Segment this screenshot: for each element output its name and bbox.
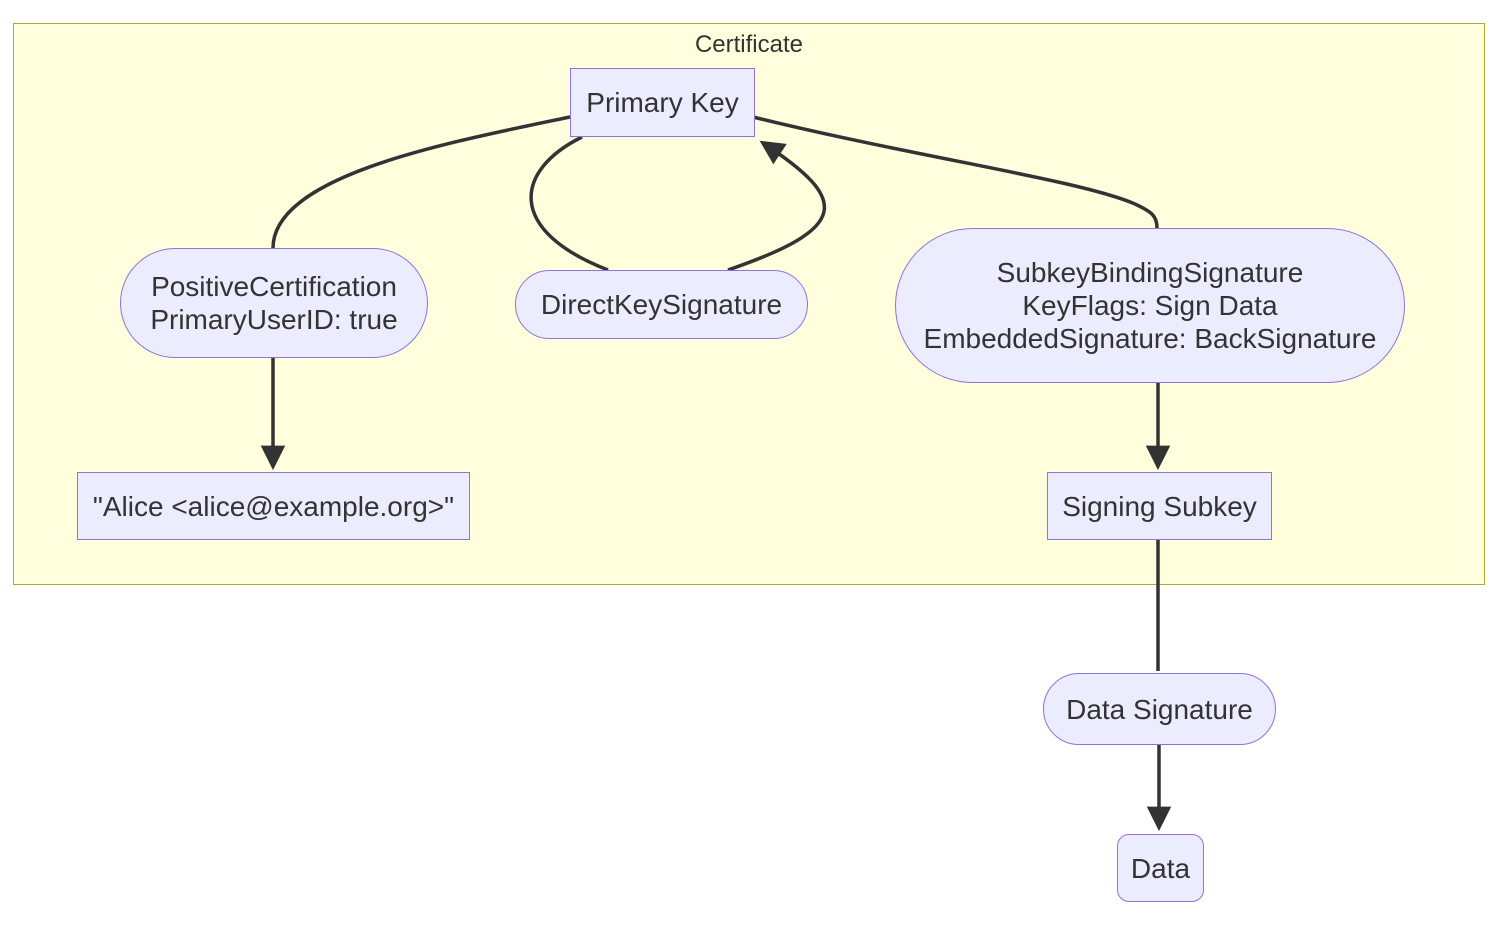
node-subkey-binding-signature: SubkeyBindingSignature KeyFlags: Sign Da… (895, 228, 1405, 383)
node-subkey-binding-signature-line2: KeyFlags: Sign Data (1022, 290, 1278, 321)
node-positive-certification: PositiveCertification PrimaryUserID: tru… (120, 248, 428, 358)
node-signing-subkey: Signing Subkey (1047, 472, 1272, 540)
certificate-cluster-label: Certificate (694, 31, 804, 58)
node-data-label: Data (1130, 852, 1191, 884)
node-direct-key-signature-label: DirectKeySignature (540, 289, 783, 320)
node-data-signature-label: Data Signature (1066, 693, 1253, 725)
node-data: Data (1117, 834, 1204, 902)
node-user-id-label: "Alice <alice@example.org>" (92, 490, 455, 522)
node-direct-key-signature: DirectKeySignature (515, 270, 808, 339)
node-subkey-binding-signature-line1: SubkeyBindingSignature (996, 257, 1304, 288)
node-subkey-binding-signature-line3: EmbeddedSignature: BackSignature (923, 323, 1377, 354)
node-primary-key-label: Primary Key (586, 87, 739, 118)
node-positive-certification-line2: PrimaryUserID: true (150, 304, 398, 335)
node-signing-subkey-label: Signing Subkey (1062, 490, 1257, 522)
node-user-id: "Alice <alice@example.org>" (77, 472, 470, 540)
node-positive-certification-line1: PositiveCertification (151, 271, 397, 302)
node-data-signature: Data Signature (1043, 673, 1276, 745)
node-primary-key: Primary Key (570, 68, 755, 137)
